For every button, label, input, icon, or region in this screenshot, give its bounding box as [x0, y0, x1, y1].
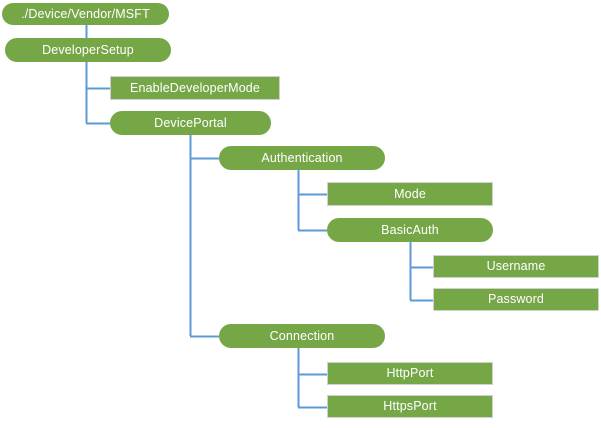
tree-node-label: HttpsPort — [383, 399, 437, 414]
tree-node-label: Mode — [394, 186, 426, 201]
tree-node-https-port[interactable]: HttpsPort — [327, 395, 493, 418]
tree-node-basic-auth[interactable]: BasicAuth — [327, 218, 493, 242]
tree-node-http-port[interactable]: HttpPort — [327, 362, 493, 385]
tree-node-connection[interactable]: Connection — [219, 324, 385, 348]
tree-node-label: Username — [486, 259, 546, 274]
tree-node-developer-setup[interactable]: DeveloperSetup — [5, 38, 171, 62]
tree-node-authentication[interactable]: Authentication — [219, 146, 385, 170]
tree-node-label: HttpPort — [386, 366, 434, 381]
tree-node-label: Password — [487, 292, 545, 307]
tree-node-password[interactable]: Password — [433, 288, 599, 311]
tree-node-label: Connection — [269, 328, 335, 343]
tree-node-label: DeveloperSetup — [42, 42, 134, 57]
tree-node-enable-developer-mode[interactable]: EnableDeveloperMode — [110, 76, 280, 100]
tree-node-username[interactable]: Username — [433, 255, 599, 278]
tree-node-label: BasicAuth — [381, 222, 439, 237]
tree-node-label: ./Device/Vendor/MSFT — [21, 6, 150, 21]
tree-node-label: EnableDeveloperMode — [129, 80, 261, 95]
tree-node-label: DevicePortal — [154, 115, 227, 130]
tree-node-device-portal[interactable]: DevicePortal — [110, 111, 271, 135]
tree-node-label: Authentication — [261, 150, 343, 165]
tree-node-mode[interactable]: Mode — [327, 182, 493, 206]
tree-node-root[interactable]: ./Device/Vendor/MSFT — [2, 3, 169, 25]
